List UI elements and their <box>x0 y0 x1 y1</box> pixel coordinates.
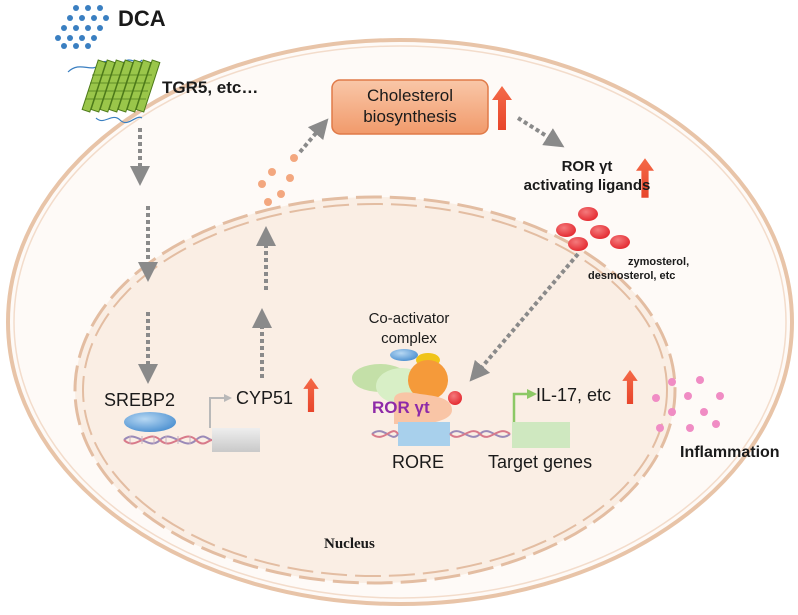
ror-ligand-molecules <box>556 207 630 251</box>
rore-label: RORE <box>392 452 445 472</box>
target-genes-label: Target genes <box>488 452 593 472</box>
target-gene-box <box>512 422 570 448</box>
dca-molecules <box>55 5 109 49</box>
il17-label: IL-17, etc <box>536 385 612 405</box>
rore-element <box>398 422 450 446</box>
ror-ligand-bound <box>448 391 462 405</box>
cyp51-gene-box <box>212 428 260 452</box>
dna-rungs <box>129 436 191 444</box>
cyp51-label: CYP51 <box>236 388 294 408</box>
coactivator-complex <box>352 349 448 404</box>
target-transcription-arrow <box>512 389 537 422</box>
coactivator-label-line1: Co-activator <box>368 310 450 327</box>
ror-gt-label: ROR γt <box>372 398 430 417</box>
ror-ligands-label-line2: activating ligands <box>523 177 651 194</box>
dotted-arrow-icon <box>130 116 580 384</box>
sterols-label-line1: zymosterol, <box>628 256 690 268</box>
cell-membrane-inner <box>13 45 787 599</box>
ror-ligands-label-line1: ROR γt <box>561 158 613 175</box>
cholesterol-label-line1: Cholesterol <box>367 86 453 105</box>
inflammation-molecules <box>652 376 724 432</box>
nucleus-envelope-inner <box>82 203 668 577</box>
sterol-intermediates <box>258 154 298 206</box>
receptor-label: TGR5, etc… <box>162 78 259 97</box>
receptor-icon <box>67 59 161 124</box>
dna-icon <box>371 430 511 438</box>
nucleus-label: Nucleus <box>324 536 375 552</box>
coactivator-label-line2: complex <box>381 330 437 347</box>
ror-gt-protein <box>394 392 452 424</box>
sterols-label-line2: desmosterol, etc <box>588 270 676 282</box>
cholesterol-label-line2: biosynthesis <box>363 107 457 126</box>
srebp2-label: SREBP2 <box>104 390 176 410</box>
cholesterol-biosynthesis-box <box>331 79 489 135</box>
inflammation-label: Inflammation <box>680 444 780 461</box>
dca-label: DCA <box>118 6 166 31</box>
cyp51-transcription-arrow <box>209 394 232 428</box>
srebp2-protein <box>124 412 176 432</box>
